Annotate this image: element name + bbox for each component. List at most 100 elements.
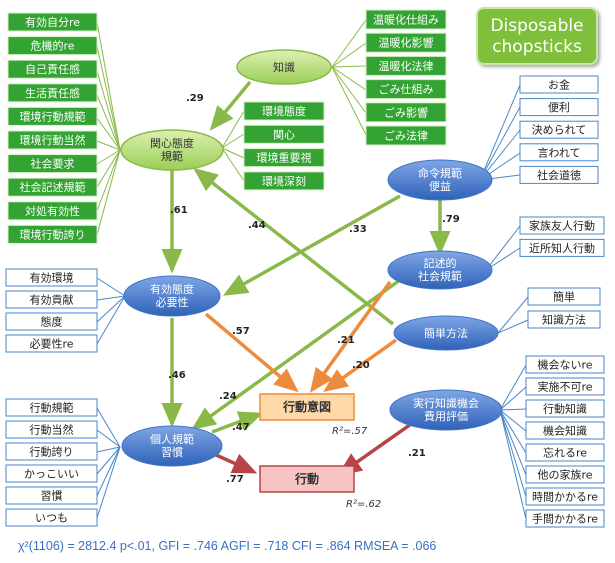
indicator-box-concern_left-4	[7, 106, 98, 126]
latent-concern: 関心態度 規範	[120, 129, 224, 171]
coef-knowledge-concern: .29	[186, 93, 204, 104]
indicator-label-concern_right-1: 関心	[273, 128, 295, 141]
indicator-label-cost-0: 機会ないre	[537, 358, 592, 372]
indicator-label-concern_left-6: 社会要求	[31, 157, 75, 171]
path-easy-intention	[323, 338, 398, 393]
intention-label: 行動意図	[282, 399, 331, 414]
indicator-box-efficacy-2	[5, 312, 98, 331]
indicator-box-concern_right-2	[243, 148, 325, 168]
indicator-box-knowledge-0	[365, 9, 447, 30]
indicator-label-personal-4: 習慣	[41, 489, 63, 503]
latent-cost: 実行知識機会 費用評価	[389, 389, 503, 431]
latent-injunctive-label-2: 便益	[429, 179, 451, 193]
latent-efficacy-label-2: 必要性	[156, 295, 189, 309]
indicator-box-concern_left-1	[7, 36, 98, 56]
indicator-box-concern_left-8	[7, 201, 98, 221]
indicator-box-cost-7	[525, 509, 605, 528]
indicator-box-descriptive-0	[519, 216, 605, 235]
latent-knowledge-label: 知識	[273, 60, 295, 74]
path-personal-behavior	[215, 453, 258, 474]
indicator-label-concern_left-9: 環境行動誇り	[20, 227, 86, 241]
fit-statistics: χ²(1106) = 2812.4 p<.01, GFI = .746 AGFI…	[18, 539, 437, 553]
indicator-box-knowledge-5	[365, 125, 447, 146]
indicator-box-concern_left-6	[7, 154, 98, 174]
indicator-label-descriptive-0: 家族友人行動	[529, 219, 595, 233]
path-coefficients: .29 .61 .44 .79 .33 .57 .46 .21 .20 .24 …	[168, 93, 460, 485]
indicator-box-knowledge-1	[365, 32, 447, 53]
indicator-label-knowledge-3: ごみ仕組み	[379, 82, 434, 96]
indicator-box-concern_right-0	[243, 101, 325, 121]
coef-descriptive-personal: .24	[219, 391, 237, 402]
indicator-label-cost-2: 行動知識	[543, 402, 587, 416]
indicator-label-concern_right-0: 環境態度	[262, 104, 306, 118]
indicator-box-injunctive-4	[519, 165, 599, 184]
coef-cost-behavior: .21	[408, 448, 426, 459]
indicator-label-concern_left-4: 環境行動規範	[20, 109, 86, 123]
indicator-box-concern_left-5	[7, 130, 98, 150]
indicator-label-concern_left-2: 自己責任感	[25, 62, 80, 76]
indicator-label-injunctive-4: 社会道徳	[537, 168, 581, 182]
indicator-label-injunctive-0: お金	[548, 78, 570, 92]
indicator-label-cost-6: 時間かかるre	[532, 491, 598, 504]
indicator-boxes: 温暖化仕組み温暖化影響温暖化法律ごみ仕組みごみ影響ごみ法律有効自分re危機的re…	[5, 9, 605, 528]
coef-concern-efficacy: .61	[170, 205, 188, 216]
indicator-box-concern_left-0	[7, 12, 98, 32]
indicator-label-knowledge-2: 温暖化法律	[379, 59, 434, 73]
latent-personal-label-1: 個人規範	[150, 432, 194, 446]
indicator-box-personal-3	[5, 464, 98, 483]
indicator-box-easy-1	[527, 310, 601, 329]
indicator-label-knowledge-0: 温暖化仕組み	[373, 13, 439, 27]
path-efficacy-intention	[204, 312, 299, 393]
indicator-label-efficacy-1: 有効貢献	[30, 293, 74, 307]
r2-behavior: R²=.62	[346, 499, 381, 510]
path-personal-intention	[211, 411, 264, 434]
indicator-box-injunctive-0	[519, 75, 599, 94]
path-knowledge-concern	[209, 80, 252, 131]
indicator-label-injunctive-3: 言われて	[537, 146, 580, 159]
indicator-box-descriptive-1	[519, 238, 605, 257]
latent-descriptive: 記述的 社会規範	[387, 250, 493, 290]
indicator-box-cost-1	[525, 377, 605, 396]
outcome-behavior: 行動	[259, 465, 355, 493]
latent-injunctive-label-1: 命令規範	[418, 166, 462, 180]
coef-concern-easy: .44	[248, 220, 266, 231]
indicator-label-concern_left-7: 社会記述規範	[20, 180, 86, 194]
indicator-box-cost-2	[525, 399, 605, 418]
item-connector-lines	[96, 19, 367, 236]
indicator-box-cost-3	[525, 421, 605, 440]
indicator-box-concern_left-3	[7, 83, 98, 103]
indicator-label-efficacy-2: 態度	[41, 315, 63, 329]
indicator-box-concern_right-3	[243, 171, 325, 191]
indicator-box-efficacy-1	[5, 290, 98, 309]
indicator-box-efficacy-0	[5, 268, 98, 287]
coef-efficacy-intention: .57	[232, 326, 250, 337]
outcome-intention: 行動意図	[259, 393, 355, 421]
indicator-label-easy-1: 知識方法	[542, 313, 586, 327]
indicator-label-cost-7: 手間かかるre	[532, 512, 598, 526]
indicator-box-concern_left-9	[7, 224, 98, 244]
coef-personal-intention: .47	[232, 422, 250, 433]
indicator-box-personal-1	[5, 420, 98, 439]
indicator-label-concern_right-3: 環境深刻	[262, 174, 306, 188]
coef-injunctive-efficacy: .33	[349, 224, 367, 235]
latent-cost-label-1: 実行知識機会	[413, 396, 479, 410]
latent-injunctive: 命令規範 便益	[387, 159, 493, 201]
indicator-box-knowledge-4	[365, 102, 447, 123]
indicator-label-concern_left-1: 危機的re	[30, 39, 74, 53]
indicator-label-concern_left-8: 対処有効性	[25, 204, 80, 218]
indicator-box-cost-5	[525, 465, 605, 484]
path-injunctive-efficacy	[222, 194, 401, 296]
behavior-label: 行動	[294, 471, 319, 486]
indicator-box-concern_right-1	[243, 124, 325, 144]
coef-efficacy-personal: .46	[168, 370, 186, 381]
latent-personal-label-2: 習慣	[161, 445, 183, 459]
indicator-box-efficacy-3	[5, 334, 98, 353]
indicator-label-knowledge-4: ごみ影響	[384, 105, 428, 119]
indicator-label-concern_left-5: 環境行動当然	[20, 133, 86, 147]
coef-easy-intention: .20	[352, 360, 370, 371]
latent-personal: 個人規範 習慣	[121, 425, 223, 467]
latent-easy: 簡単方法	[393, 315, 499, 351]
indicator-box-knowledge-2	[365, 55, 447, 76]
